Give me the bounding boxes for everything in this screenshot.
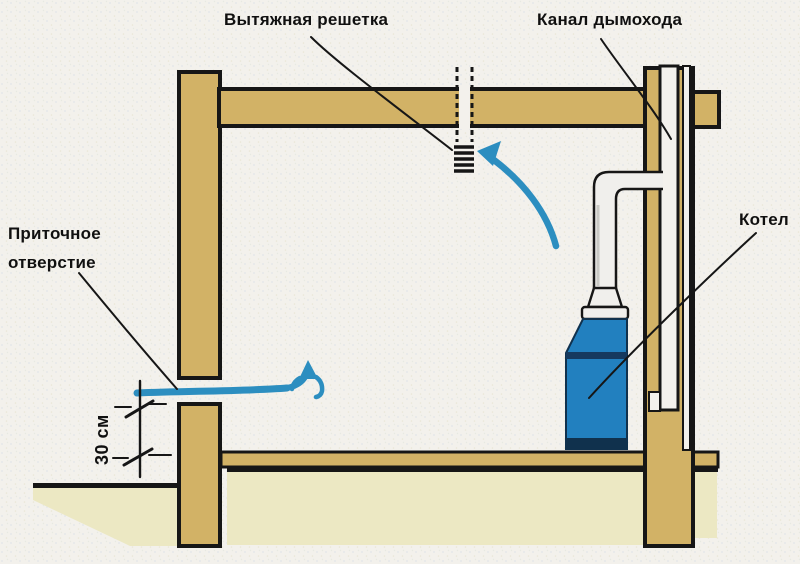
floor-underline <box>227 466 645 472</box>
dimension-tick-bottom <box>122 447 154 467</box>
chimney-wall <box>643 64 695 548</box>
exhaust-arrow-head <box>477 141 501 166</box>
floor-band-right-stub <box>691 450 720 469</box>
ceiling <box>217 87 647 128</box>
chimney-inner-channel <box>658 64 680 412</box>
left-wall <box>177 70 222 548</box>
label-dimension-30cm: 30 см <box>92 414 112 465</box>
dimension-30cm <box>112 379 172 479</box>
label-exhaust-grille: Вытяжная решетка <box>224 10 389 29</box>
outside-ground-wedge <box>33 488 179 546</box>
exhaust-duct-gap <box>459 86 470 129</box>
floor-band <box>219 450 647 469</box>
exhaust-grille-icon <box>452 142 476 174</box>
flue-pipe-outer-edge <box>592 170 663 290</box>
leader-chimney-duct <box>600 38 672 140</box>
label-chimney-duct: Канал дымохода <box>537 10 683 29</box>
supply-arrow-curl-left <box>289 375 303 392</box>
label-supply-opening: Приточное отверстие <box>8 224 101 272</box>
leader-boiler <box>588 232 757 399</box>
leader-supply-opening <box>78 272 178 390</box>
label-boiler: Котел <box>739 210 789 229</box>
outside-ground-line <box>33 483 179 488</box>
supply-arrow-shaft <box>133 384 291 397</box>
draft-hood-collar <box>580 305 630 321</box>
supply-arrow-curl-right <box>313 374 325 400</box>
flue-pipe <box>580 170 663 321</box>
leader-exhaust-grille <box>310 36 453 151</box>
floor-underline-right-stub <box>693 466 718 472</box>
boiler-body <box>565 318 628 450</box>
left-wall-lower <box>177 402 222 548</box>
draft-hood-cone <box>586 286 624 309</box>
chimney-channel-step <box>648 391 661 412</box>
floor-slab <box>227 472 645 545</box>
floor-slab-right-stub <box>695 472 717 538</box>
boiler <box>565 318 628 450</box>
exhaust-airflow-arrow <box>477 141 560 250</box>
ceiling-right-stub <box>691 90 721 129</box>
chimney-outer-gap <box>682 65 691 451</box>
supply-arrow-head <box>299 360 318 379</box>
outside-ground <box>33 483 179 546</box>
flue-pipe-inner-edge <box>614 187 663 290</box>
boiler-base <box>567 438 627 449</box>
boiler-seam <box>566 352 627 359</box>
flue-pipe-fill <box>594 172 663 290</box>
exhaust-arrow-tail <box>490 156 560 250</box>
exhaust-duct <box>452 67 476 174</box>
left-wall-upper <box>177 70 222 380</box>
supply-airflow-arrow <box>133 360 325 400</box>
